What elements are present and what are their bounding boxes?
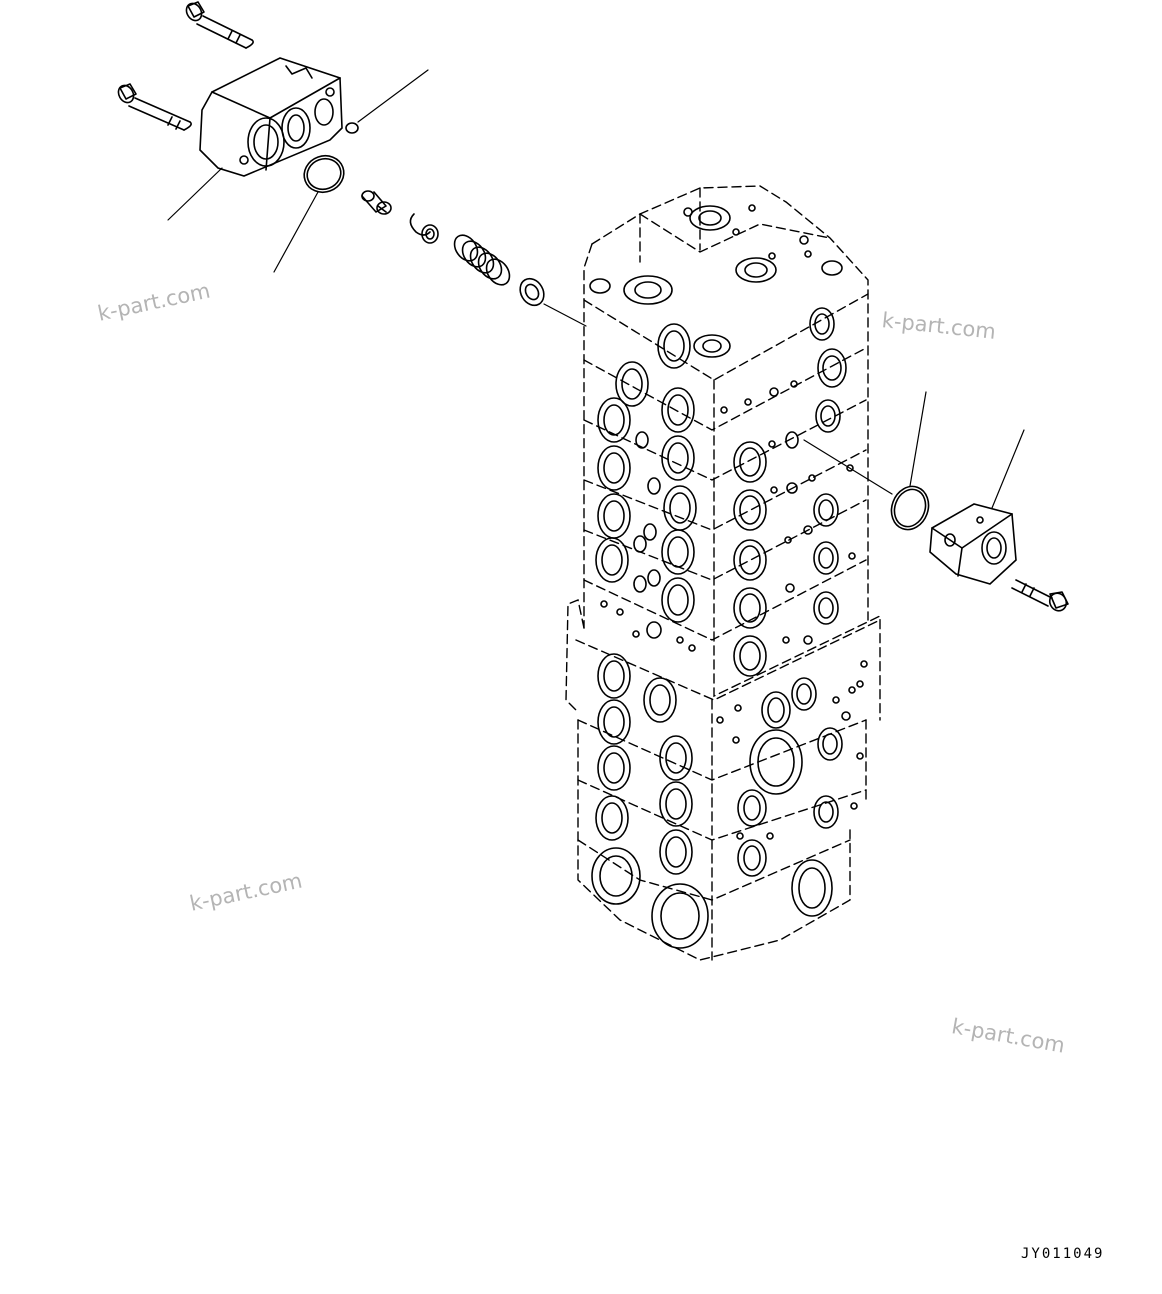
axis-line-lower [803, 439, 893, 495]
bolt-upper-icon [185, 1, 254, 49]
leader-o-ring-right [909, 391, 927, 487]
leader-o-ring-small [357, 69, 429, 123]
retainer-icon [409, 213, 439, 244]
o-ring-large-icon [303, 154, 345, 194]
poppet-icon [361, 190, 392, 215]
spring-icon [453, 234, 511, 286]
drawing-code: JY011049 [1021, 1246, 1105, 1262]
cover-plate-lower-icon [929, 503, 1017, 585]
valve-body-icon [565, 185, 881, 961]
leader-o-ring-large [273, 191, 319, 273]
bolt-lower-icon [117, 83, 192, 131]
leader-cover-upper [167, 167, 223, 221]
axis-line-upper [543, 303, 587, 327]
leader-cover-lower [991, 429, 1025, 509]
seat-icon [519, 277, 545, 307]
o-ring-small-icon [345, 122, 359, 134]
cover-plate-upper-icon [199, 57, 343, 177]
bolt-right-icon [1011, 579, 1069, 612]
o-ring-right-icon [890, 485, 930, 531]
